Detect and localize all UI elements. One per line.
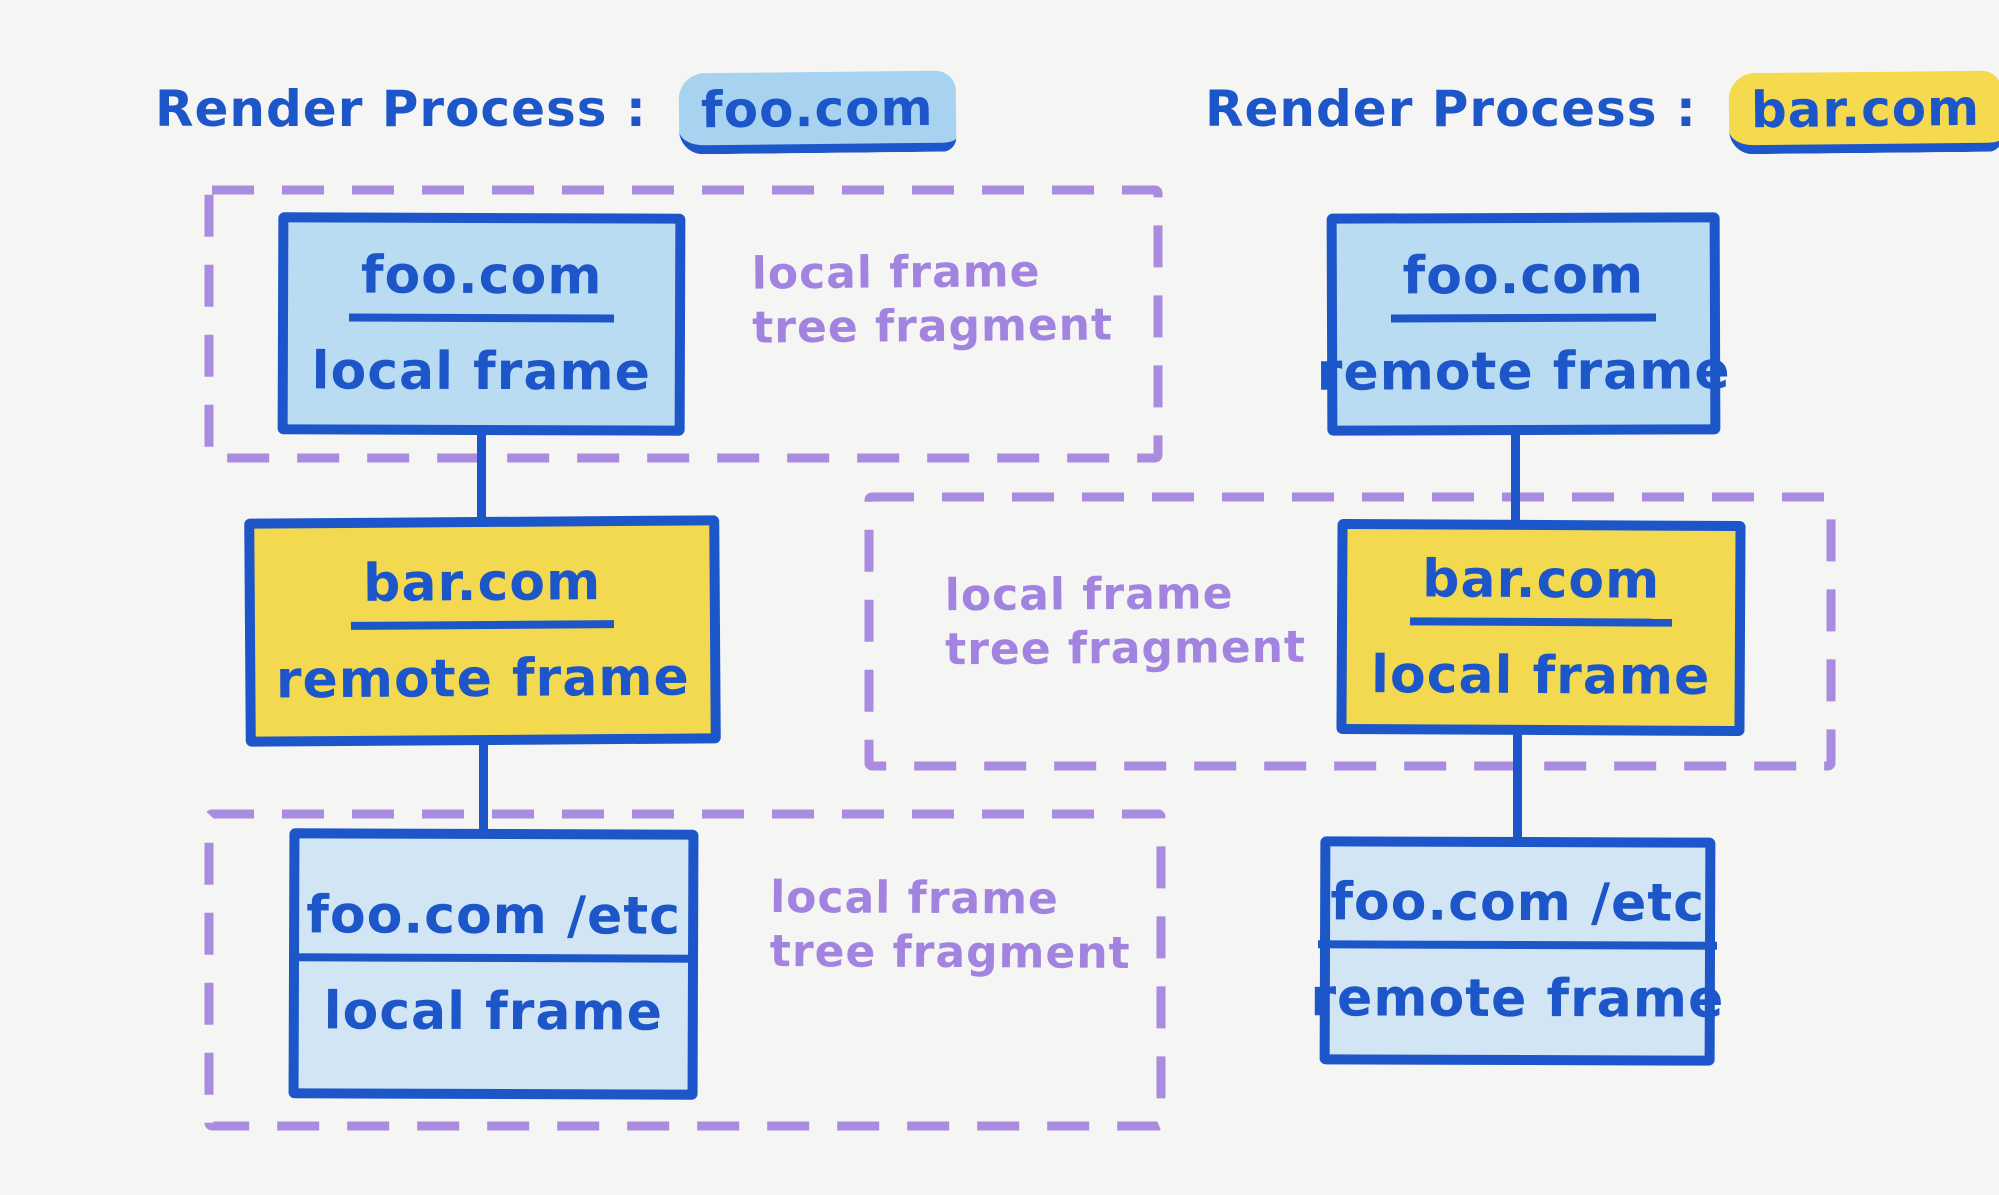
fragment-label: local frame tree fragment [752,244,1114,354]
frame-node-bar-local: bar.com local frame [1336,518,1746,737]
frame-node-domain: foo.com [1390,245,1657,323]
frame-node-fooetc-local: foo.com /etc local frame [288,828,699,1100]
fragment-label: local frame tree fragment [945,567,1307,677]
connector-line [477,428,486,524]
title-domain-highlight-bar: bar.com [1728,70,1999,155]
fragment-label-line1: local frame [770,872,1059,925]
title-domain-highlight-foo: foo.com [678,70,957,155]
frame-node-type: remote frame [275,647,690,711]
frame-node-domain: bar.com [1409,548,1673,627]
fragment-label-line2: tree fragment [769,925,1131,979]
frame-node-fooetc-remote: foo.com /etc remote frame [1310,836,1724,1066]
frame-node-bar-remote: bar.com remote frame [244,515,721,747]
frame-node-type: remote frame [1316,341,1731,403]
frame-node-domain: foo.com /etc [294,885,694,963]
fragment-label-line2: tree fragment [752,299,1114,354]
fragment-label: local frame tree fragment [770,871,1131,980]
fragment-boundary-left-top [204,185,1163,463]
fragment-label-line1: local frame [751,246,1041,300]
connector-line [1511,428,1520,527]
frame-node-domain: foo.com /etc [1318,872,1718,950]
frame-node-type: local frame [311,341,652,403]
frame-node-domain: foo.com [348,245,615,323]
fragment-label-line2: tree fragment [945,621,1307,675]
title-prefix: Render Process : [1205,80,1697,138]
frame-node-type: local frame [323,981,664,1043]
frame-node-foo-local: foo.com local frame [277,212,686,436]
fragment-boundary-right-middle [864,492,1836,771]
title-prefix: Render Process : [155,80,647,138]
frame-node-type: remote frame [1310,968,1725,1030]
connector-line [1513,728,1522,844]
render-process-title-foo: Render Process : foo.com [155,70,957,155]
frame-node-type: local frame [1370,644,1711,707]
frame-node-foo-remote: foo.com remote frame [1317,212,1731,436]
render-process-title-bar: Render Process : bar.com [1205,70,1999,155]
fragment-label-line1: local frame [944,568,1234,622]
frame-node-domain: bar.com [350,552,614,630]
connector-line [479,738,488,836]
